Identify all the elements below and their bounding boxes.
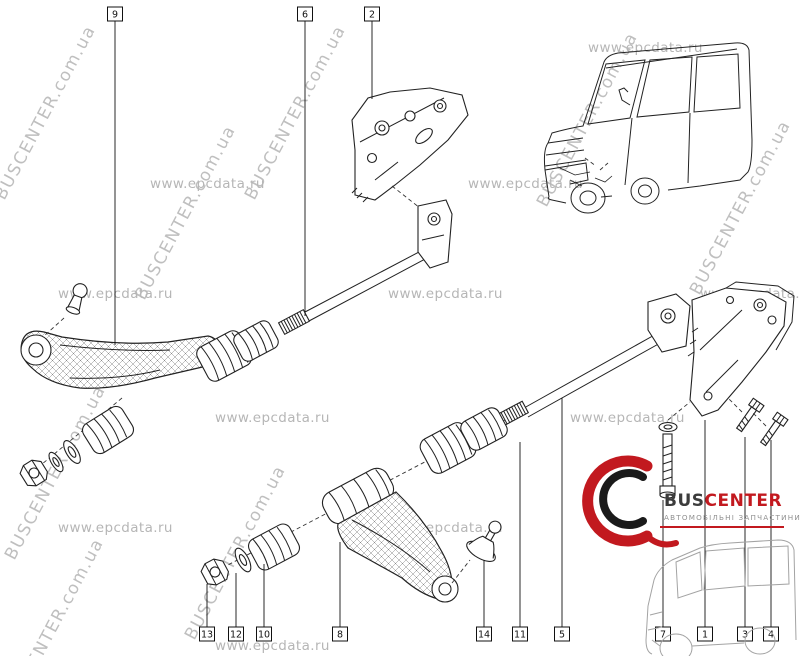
bolt xyxy=(759,411,789,447)
ball-joint-stud xyxy=(65,283,88,315)
torsion-bar-bracket xyxy=(417,199,453,269)
callout-number: 10 xyxy=(258,630,270,641)
callout-box[interactable] xyxy=(512,626,528,642)
callout-number: 9 xyxy=(112,10,118,21)
watermark-diagonal: BUSCENTER.com.ua xyxy=(1,382,110,563)
right-bracket-assembly xyxy=(647,281,795,499)
nut xyxy=(200,558,229,586)
callout-box[interactable] xyxy=(364,6,380,22)
callout-8[interactable]: 8 xyxy=(332,542,348,642)
callout-14[interactable]: 14 xyxy=(476,560,492,642)
watermark-epcdata: www.epcdata.ru xyxy=(468,176,583,192)
callout-9[interactable]: 9 xyxy=(107,6,123,345)
washer xyxy=(234,547,252,573)
callout-box[interactable] xyxy=(199,626,215,642)
watermark-epcdata: www.epcdata.ru xyxy=(215,638,330,654)
callout-number: 7 xyxy=(660,630,666,641)
watermark-diagonal: BUSCENTER.com.ua xyxy=(131,122,240,303)
logo-tagline: АВТОМОБІЛЬНІ ЗАПЧАСТИНИ xyxy=(664,513,800,522)
watermark-epcdata: www.epcdata.ru xyxy=(215,410,330,426)
callout-13[interactable]: 13 xyxy=(199,584,215,642)
callout-7[interactable]: 7 xyxy=(655,500,671,642)
callout-number: 11 xyxy=(514,630,526,641)
callout-box[interactable] xyxy=(256,626,272,642)
callout-10[interactable]: 10 xyxy=(256,564,272,642)
callout-number: 8 xyxy=(337,630,343,641)
mounting-plate xyxy=(687,281,795,417)
watermark-diagonal: BUSCENTER.com.ua xyxy=(686,117,795,298)
buscenter-logo: BUSCENTER АВТОМОБІЛЬНІ ЗАПЧАСТИНИ xyxy=(582,455,800,548)
upper-mounting-bracket xyxy=(351,87,469,209)
logo-black-c xyxy=(599,469,647,529)
arm-bushing xyxy=(460,407,508,451)
callout-box[interactable] xyxy=(554,626,570,642)
callout-number: 12 xyxy=(230,630,242,641)
callout-box[interactable] xyxy=(476,626,492,642)
callout-1[interactable]: 1 xyxy=(697,420,713,642)
logo-center-text: CENTER xyxy=(705,491,783,511)
watermark-epcdata: www.epcdata.ru xyxy=(570,410,685,426)
callout-box[interactable] xyxy=(107,6,123,22)
watermark-epcdata: www.epcdata.ru xyxy=(150,176,265,192)
callout-box[interactable] xyxy=(332,626,348,642)
callout-2[interactable]: 2 xyxy=(364,6,380,99)
long-bolt xyxy=(658,401,691,499)
ball-joint-boot xyxy=(466,520,502,562)
callout-box[interactable] xyxy=(655,626,671,642)
center-control-arm xyxy=(200,407,508,603)
pivot-bushing xyxy=(247,523,301,571)
washer xyxy=(63,440,81,464)
callout-number: 2 xyxy=(369,10,375,21)
logo-bus-text: BUS xyxy=(664,491,705,511)
van-suspension-detail xyxy=(559,157,613,187)
logo-red-tail xyxy=(644,533,679,548)
van-sketch xyxy=(645,539,797,656)
callout-12[interactable]: 12 xyxy=(228,573,244,642)
left-torsion-bar xyxy=(277,199,453,336)
watermark-epcdata: www.epcdata.ru xyxy=(388,286,503,302)
van-illustration xyxy=(543,42,753,214)
callout-number: 1 xyxy=(702,630,708,641)
spline-end xyxy=(277,308,311,336)
arm-bushing xyxy=(419,422,477,474)
arm-bushing xyxy=(233,320,279,362)
watermark-diagonal: BUSCENTER.com.ua xyxy=(0,22,100,203)
callout-number: 3 xyxy=(742,630,748,641)
callout-11[interactable]: 11 xyxy=(512,442,528,642)
pivot-bushing xyxy=(81,405,135,455)
nut xyxy=(19,459,48,487)
callout-number: 14 xyxy=(478,630,490,641)
left-control-arm xyxy=(19,283,279,487)
callout-number: 4 xyxy=(768,630,774,641)
logo-wordmark: BUSCENTER xyxy=(664,491,782,511)
callout-5[interactable]: 5 xyxy=(554,398,570,642)
callout-box[interactable] xyxy=(228,626,244,642)
callout-number: 6 xyxy=(302,10,308,21)
logo-red-c xyxy=(582,455,653,547)
bolt xyxy=(735,397,765,433)
callout-number: 5 xyxy=(559,630,565,641)
watermark-epcdata: www.epcdata.ru xyxy=(58,520,173,536)
callout-3[interactable]: 3 xyxy=(737,437,753,642)
watermark-epcdata: www.epcdata.ru xyxy=(588,40,703,56)
callout-box[interactable] xyxy=(697,626,713,642)
callout-number: 13 xyxy=(201,630,213,641)
callout-box[interactable] xyxy=(297,6,313,22)
shaft-end-bracket xyxy=(647,293,691,353)
callout-6[interactable]: 6 xyxy=(297,6,313,316)
washer xyxy=(48,451,64,473)
